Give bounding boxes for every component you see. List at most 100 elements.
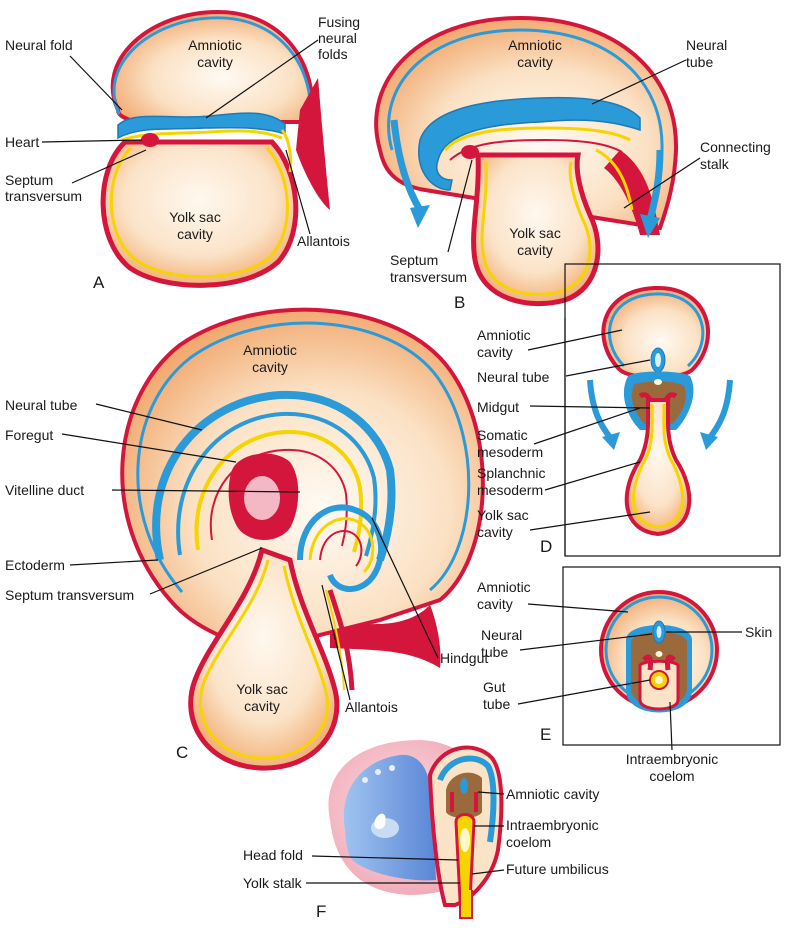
panel-c-yolk-sac xyxy=(188,546,340,771)
panel-d-arrow-right xyxy=(705,379,733,442)
a-yolk-line1: Yolk sac xyxy=(169,209,221,225)
c-amniotic-line2: cavity xyxy=(252,359,288,375)
panel-a-letter: A xyxy=(93,273,105,292)
d-splanchnic-line1: Splanchnic xyxy=(477,465,546,481)
e-gut-line1: Gut xyxy=(483,679,506,695)
panel-c-neural-tube xyxy=(152,390,396,562)
e-gut-line2: tube xyxy=(483,696,510,712)
panel-f-embryo-body xyxy=(343,754,436,881)
b-neural-tube-line2: tube xyxy=(686,54,713,70)
b-septum-line1: Septum xyxy=(390,252,438,268)
panel-b-arrow-left xyxy=(390,119,424,212)
d-somatic-line1: Somatic xyxy=(477,427,528,443)
panel-e-letter: E xyxy=(540,725,551,744)
a-fusing-line2: neural xyxy=(318,30,357,46)
f-yolk-stalk-label: Yolk stalk xyxy=(243,875,303,891)
a-amniotic-line1: Amniotic xyxy=(188,37,242,53)
c-yolk-line2: cavity xyxy=(244,698,280,714)
b-yolk-line2: cavity xyxy=(517,242,553,258)
c-foregut-label: Foregut xyxy=(5,427,53,443)
panel-b-heart xyxy=(461,145,479,159)
a-amniotic-line2: cavity xyxy=(197,54,233,70)
f-coelom-line2: coelom xyxy=(506,834,551,850)
a-fusing-line1: Fusing xyxy=(318,14,360,30)
panel-b-arrow-right xyxy=(646,149,664,221)
e-neural-line1: Neural xyxy=(481,627,522,643)
d-amniotic-line1: Amniotic xyxy=(477,327,531,343)
b-amniotic-line2: cavity xyxy=(517,54,553,70)
c-amniotic-line1: Amniotic xyxy=(243,342,297,358)
panel-d-yolk-sac xyxy=(624,398,692,537)
c-vitelline-label: Vitelline duct xyxy=(5,482,84,498)
f-head-fold-label: Head fold xyxy=(243,847,303,863)
panel-b-embryo xyxy=(418,96,641,191)
panel-a-connecting-stalk xyxy=(296,78,330,210)
panel-c-connecting-stalk xyxy=(330,605,441,668)
a-fusing-line3: folds xyxy=(318,46,348,62)
e-neural-line2: tube xyxy=(481,644,508,660)
panel-c-letter: C xyxy=(176,743,188,762)
f-amniotic-label: Amniotic cavity xyxy=(506,786,599,802)
panel-d-arrow-left xyxy=(587,379,615,442)
e-amniotic-line1: Amniotic xyxy=(477,579,531,595)
d-yolk-line2: cavity xyxy=(477,524,513,540)
c-yolk-line1: Yolk sac xyxy=(236,681,288,697)
c-neural-tube-label: Neural tube xyxy=(5,397,78,413)
panel-d-letter: D xyxy=(540,537,552,556)
f-coelom-line1: Intraembryonic xyxy=(506,817,599,833)
c-ectoderm-label: Ectoderm xyxy=(5,557,65,573)
a-neural-fold-label: Neural fold xyxy=(5,37,73,53)
e-skin-label: Skin xyxy=(745,624,772,640)
a-allantois-label: Allantois xyxy=(297,233,350,249)
a-yolk-line2: cavity xyxy=(177,226,213,242)
b-neural-tube-line1: Neural xyxy=(686,37,727,53)
d-neural-tube-label: Neural tube xyxy=(477,369,550,385)
a-heart-label: Heart xyxy=(5,134,39,150)
c-hindgut-label: Hindgut xyxy=(440,650,488,666)
d-yolk-line1: Yolk sac xyxy=(477,507,529,523)
a-septum-line1: Septum xyxy=(5,172,53,188)
e-amniotic-line2: cavity xyxy=(477,596,513,612)
c-allantois-label: Allantois xyxy=(345,699,398,715)
d-splanchnic-line2: mesoderm xyxy=(477,482,543,498)
a-septum-line2: transversum xyxy=(5,188,82,204)
e-coelom-line2: coelom xyxy=(649,768,694,784)
panel-c-amnion xyxy=(120,307,485,642)
panel-a-yolk-sac xyxy=(100,139,299,288)
panel-a-heart xyxy=(141,133,159,147)
e-coelom-line1: Intraembryonic xyxy=(626,751,719,767)
b-septum-line2: transversum xyxy=(390,269,467,285)
panel-f-letter: F xyxy=(316,902,326,921)
d-somatic-line2: mesoderm xyxy=(477,444,543,460)
f-future-umbilicus-label: Future umbilicus xyxy=(506,861,609,877)
b-amniotic-line1: Amniotic xyxy=(508,37,562,53)
panel-b-yolk-sac xyxy=(471,152,601,307)
b-yolk-line1: Yolk sac xyxy=(509,225,561,241)
b-connecting-line2: stalk xyxy=(700,156,730,172)
c-septum-label: Septum transversum xyxy=(5,587,134,603)
